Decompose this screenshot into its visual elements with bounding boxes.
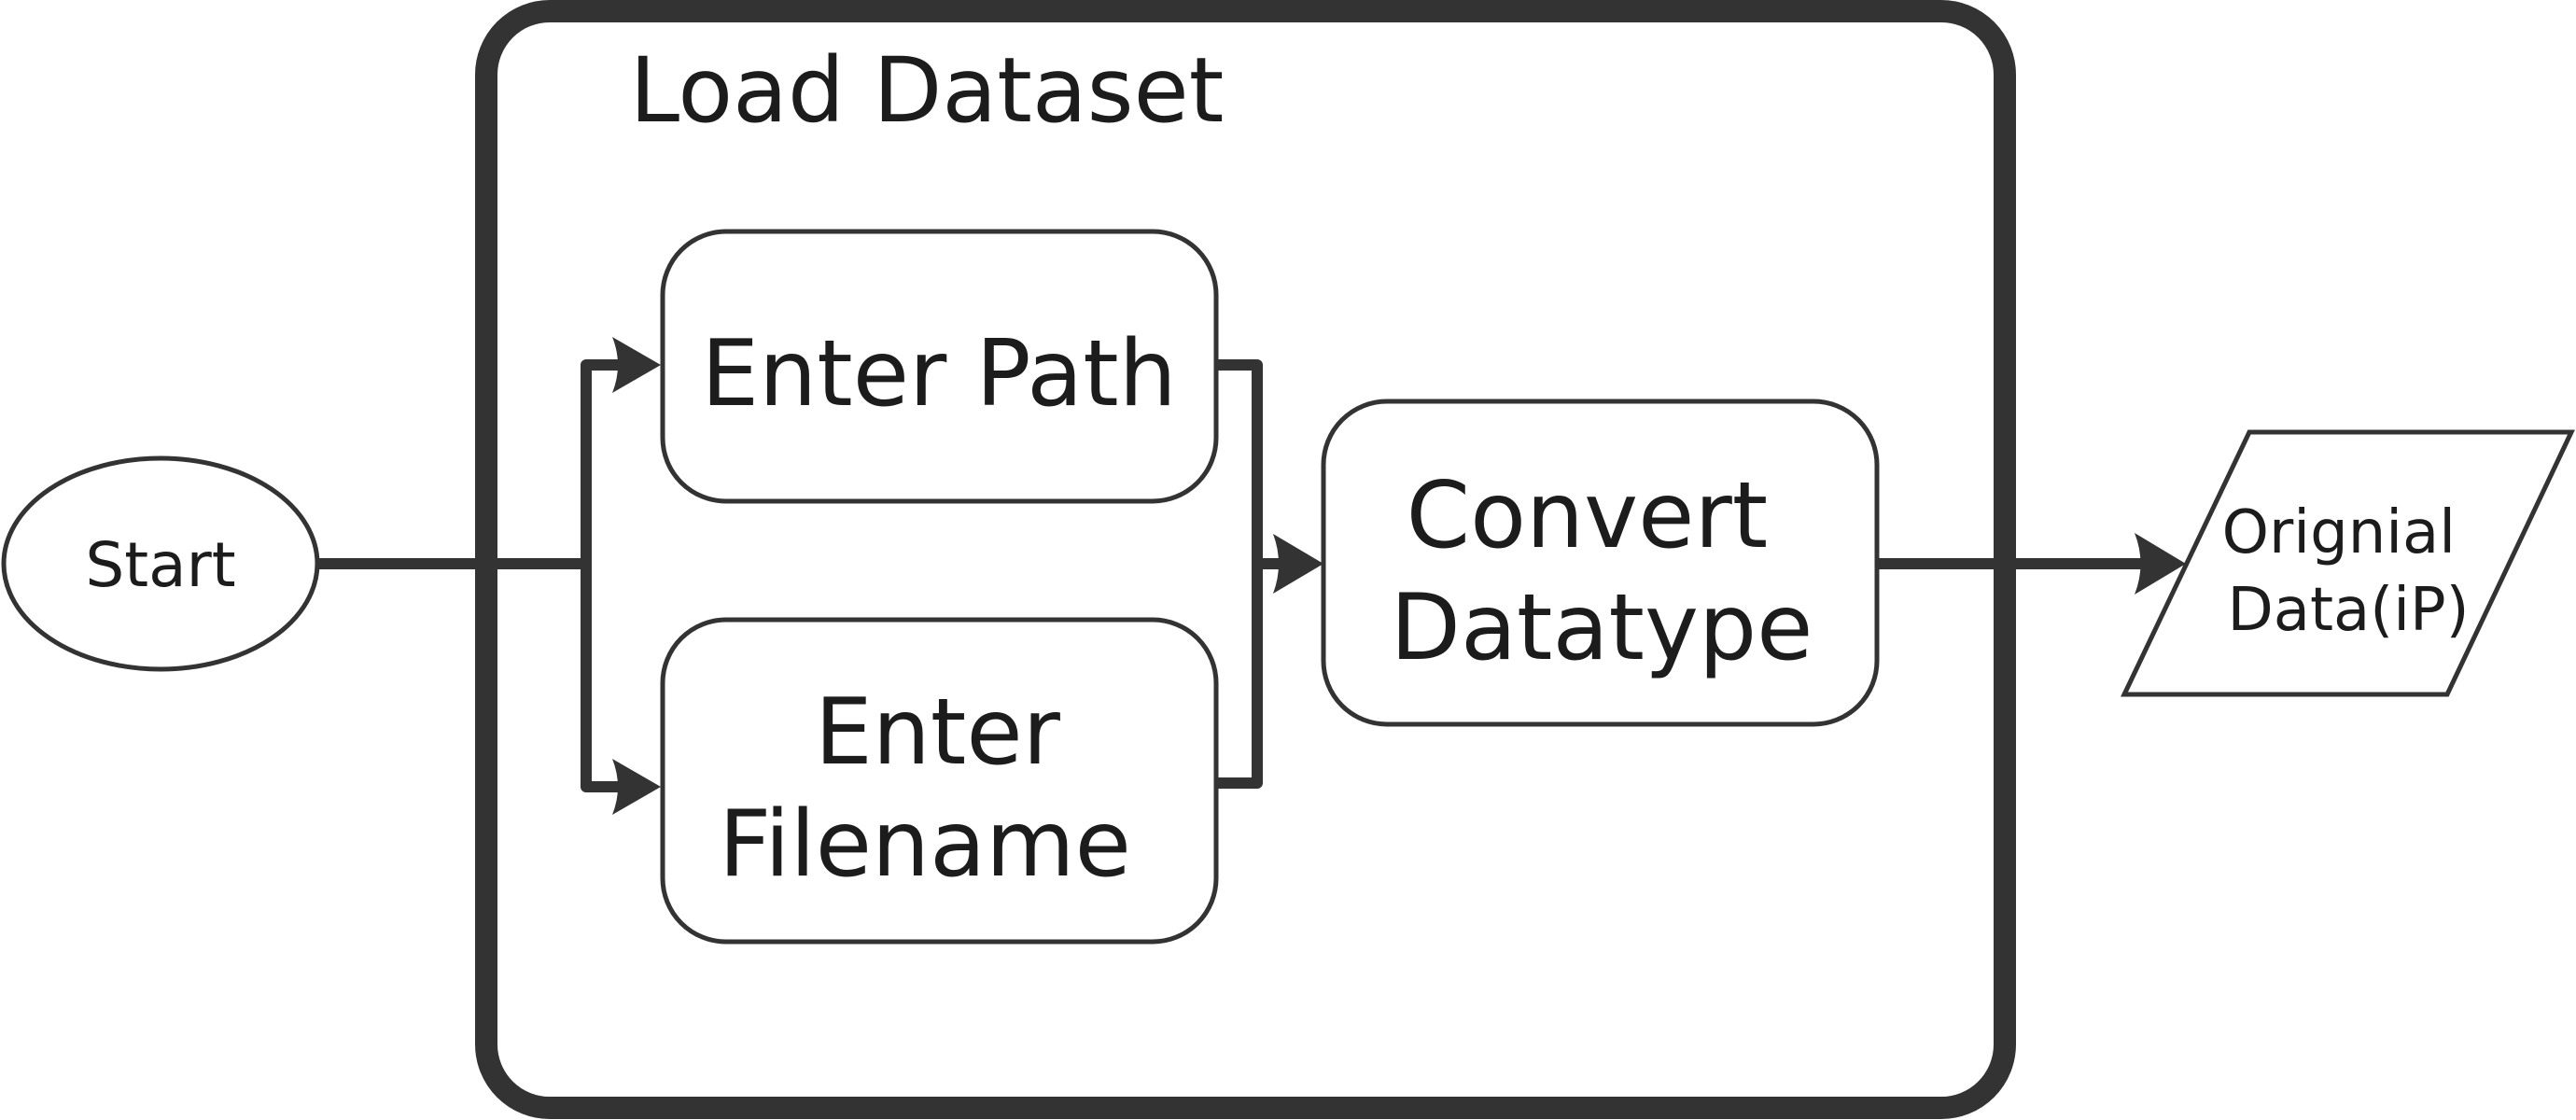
group-title: Load Dataset	[630, 38, 1225, 143]
start-node	[1, 455, 320, 672]
connector-split-to-enter-filename	[581, 564, 627, 792]
enter-filename-node	[660, 617, 1219, 945]
connector-split-to-enter-path	[581, 359, 627, 564]
arrowhead-enter-path	[612, 337, 661, 393]
connectors	[317, 359, 2147, 792]
arrowheads	[612, 337, 2186, 815]
original-data-node	[2121, 429, 2575, 697]
arrowhead-original-data	[2135, 533, 2186, 595]
convert-datatype-node	[1321, 399, 1880, 727]
convert-datatype-label-line2: Datatype	[1391, 575, 1813, 681]
enter-path-label: Enter Path	[701, 321, 1176, 427]
convert-datatype-label: Convert Datatype	[1391, 463, 1813, 681]
arrowhead-convert-datatype	[1273, 534, 1323, 594]
arrowhead-enter-filename	[612, 759, 661, 815]
original-data-label-line1: Orignial	[2222, 498, 2456, 567]
start-label: Start	[85, 529, 235, 601]
enter-path-node	[660, 229, 1219, 504]
connector-enter-path-to-merge	[1216, 359, 1263, 564]
connector-enter-filename-to-merge	[1216, 564, 1263, 789]
convert-datatype-label-line1: Convert	[1407, 463, 1769, 569]
enter-filename-label-line2: Filename	[719, 791, 1131, 898]
enter-filename-label: Enter Filename	[719, 679, 1131, 898]
original-data-label: Orignial Data(iP)	[2222, 498, 2475, 645]
enter-filename-label-line1: Enter	[815, 679, 1061, 786]
original-data-label-line2: Data(iP)	[2227, 576, 2469, 645]
